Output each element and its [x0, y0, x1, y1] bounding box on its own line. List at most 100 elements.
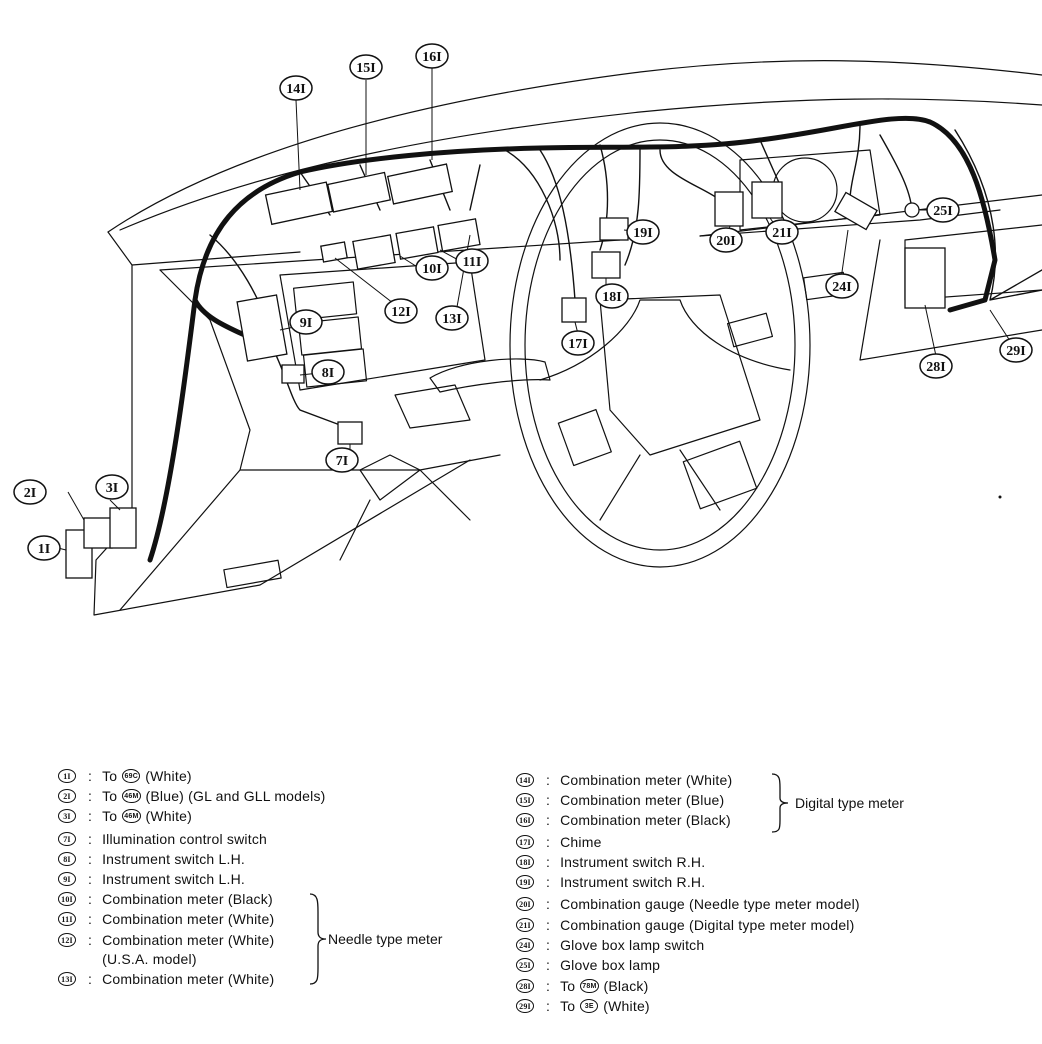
legend-number-badge: 8I — [58, 852, 76, 866]
legend-number-badge: 9I — [58, 872, 76, 886]
legend-colon: : — [88, 788, 93, 804]
legend-text: Combination gauge (Needle type meter mod… — [560, 896, 860, 912]
legend-text: Instrument switch R.H. — [560, 874, 706, 890]
callout-19: 19I — [626, 219, 660, 245]
callout-15: 15I — [349, 54, 383, 80]
callout-bubble — [289, 309, 323, 335]
horn-pad — [726, 312, 774, 348]
legend-text: Combination meter (Blue) — [560, 792, 725, 808]
callout-label: 9I — [300, 316, 312, 331]
legend-number-badge: 7I — [58, 832, 76, 846]
connector-15 — [326, 171, 392, 213]
callout-bubble — [765, 219, 799, 245]
steering-wheel-inner — [524, 139, 796, 551]
callout-label: 8I — [322, 366, 334, 381]
legend-item: 11I:Combination meter (White) — [58, 909, 274, 929]
connector-21 — [751, 181, 783, 219]
legend-item: 16I:Combination meter (Black) — [516, 810, 731, 830]
legend-text: To — [102, 768, 118, 784]
wheel-lower-left-cut — [557, 408, 612, 467]
legend-color-note: (Blue) (GL and GLL models) — [145, 788, 326, 804]
callout-bubble — [709, 227, 743, 253]
connector-7 — [337, 421, 363, 445]
legend-ref-badge: 46M — [122, 789, 141, 803]
connector-11 — [395, 226, 439, 260]
callout-bubble — [435, 305, 469, 331]
legend-item: 8I:Instrument switch L.H. — [58, 849, 245, 869]
legend-number-badge: 29I — [516, 999, 534, 1013]
callout-label: 1I — [38, 542, 50, 557]
callout-label: 15I — [356, 61, 375, 76]
legend-number-badge: 15I — [516, 793, 534, 807]
legend-color-note: (Black) — [603, 978, 649, 994]
callout-bubble — [455, 248, 489, 274]
legend-item: 13I:Combination meter (White) — [58, 969, 274, 989]
callout-label: 25I — [933, 204, 952, 219]
legend-colon: : — [88, 932, 93, 948]
legend-colon: : — [546, 998, 551, 1014]
legend-item: 10I:Combination meter (Black) — [58, 889, 273, 909]
legend-colon: : — [546, 772, 551, 788]
dashboard-face-left — [119, 269, 251, 611]
callout-24: 24I — [825, 273, 859, 299]
callout-label: 17I — [568, 337, 587, 352]
legend-text: Combination meter (Black) — [102, 891, 273, 907]
callout-10: 10I — [415, 255, 449, 281]
legend-number-badge: 17I — [516, 835, 534, 849]
callout-2: 2I — [13, 479, 47, 505]
legend-text: To — [560, 998, 576, 1014]
callout-7: 7I — [325, 447, 359, 473]
legend-item: 20I:Combination gauge (Needle type meter… — [516, 894, 860, 914]
callout-29: 29I — [999, 337, 1033, 363]
callout-18: 18I — [595, 283, 629, 309]
callout-label: 20I — [716, 234, 735, 249]
legend-colon: : — [546, 854, 551, 870]
dashboard-upper-ledge — [119, 98, 1042, 231]
legend-item: 18I:Instrument switch R.H. — [516, 852, 705, 872]
legend-number-badge: 14I — [516, 773, 534, 787]
callout-label: 16I — [422, 50, 441, 65]
legend-item: 9I:Instrument switch L.H. — [58, 869, 245, 889]
legend-text: Combination meter (Black) — [560, 812, 731, 828]
dashboard-top-outline — [107, 60, 1042, 233]
legend-ref-badge: 3E — [580, 999, 599, 1013]
legend-colon: : — [88, 831, 93, 847]
legend-colon: : — [546, 917, 551, 933]
legend-text: Combination meter (White) — [560, 772, 733, 788]
legend-colon: : — [546, 937, 551, 953]
connector-9 — [236, 294, 288, 362]
column-stalk — [429, 358, 551, 393]
legend-colon: : — [88, 871, 93, 887]
legend-colon: : — [88, 768, 93, 784]
digital-group-label: Digital type meter — [795, 795, 904, 811]
callout-bubble — [561, 330, 595, 356]
callout-label: 2I — [24, 486, 36, 501]
callout-label: 7I — [336, 454, 348, 469]
legend-number-badge: 25I — [516, 958, 534, 972]
connector-8 — [281, 364, 305, 384]
digital-brace — [771, 773, 789, 833]
callout-bubble — [13, 479, 47, 505]
legend-colon: : — [88, 808, 93, 824]
legend-item: 25I:Glove box lamp — [516, 955, 660, 975]
callout-label: 28I — [926, 360, 945, 375]
legend-colon: : — [88, 891, 93, 907]
callout-bubble — [95, 474, 129, 500]
legend-number-badge: 24I — [516, 938, 534, 952]
floor-vent — [223, 559, 282, 589]
callout-label: 24I — [832, 280, 851, 295]
legend-number-badge: 20I — [516, 897, 534, 911]
legend-text: (U.S.A. model) — [102, 951, 197, 967]
wheel-lower-right-cut — [682, 440, 758, 510]
callout-12: 12I — [384, 298, 418, 324]
main-harness — [147, 115, 998, 563]
legend-number-badge: 3I — [58, 809, 76, 823]
legend-colon: : — [546, 874, 551, 890]
callout-bubble — [325, 447, 359, 473]
legend-text: Illumination control switch — [102, 831, 268, 847]
legend-text: To — [102, 808, 118, 824]
